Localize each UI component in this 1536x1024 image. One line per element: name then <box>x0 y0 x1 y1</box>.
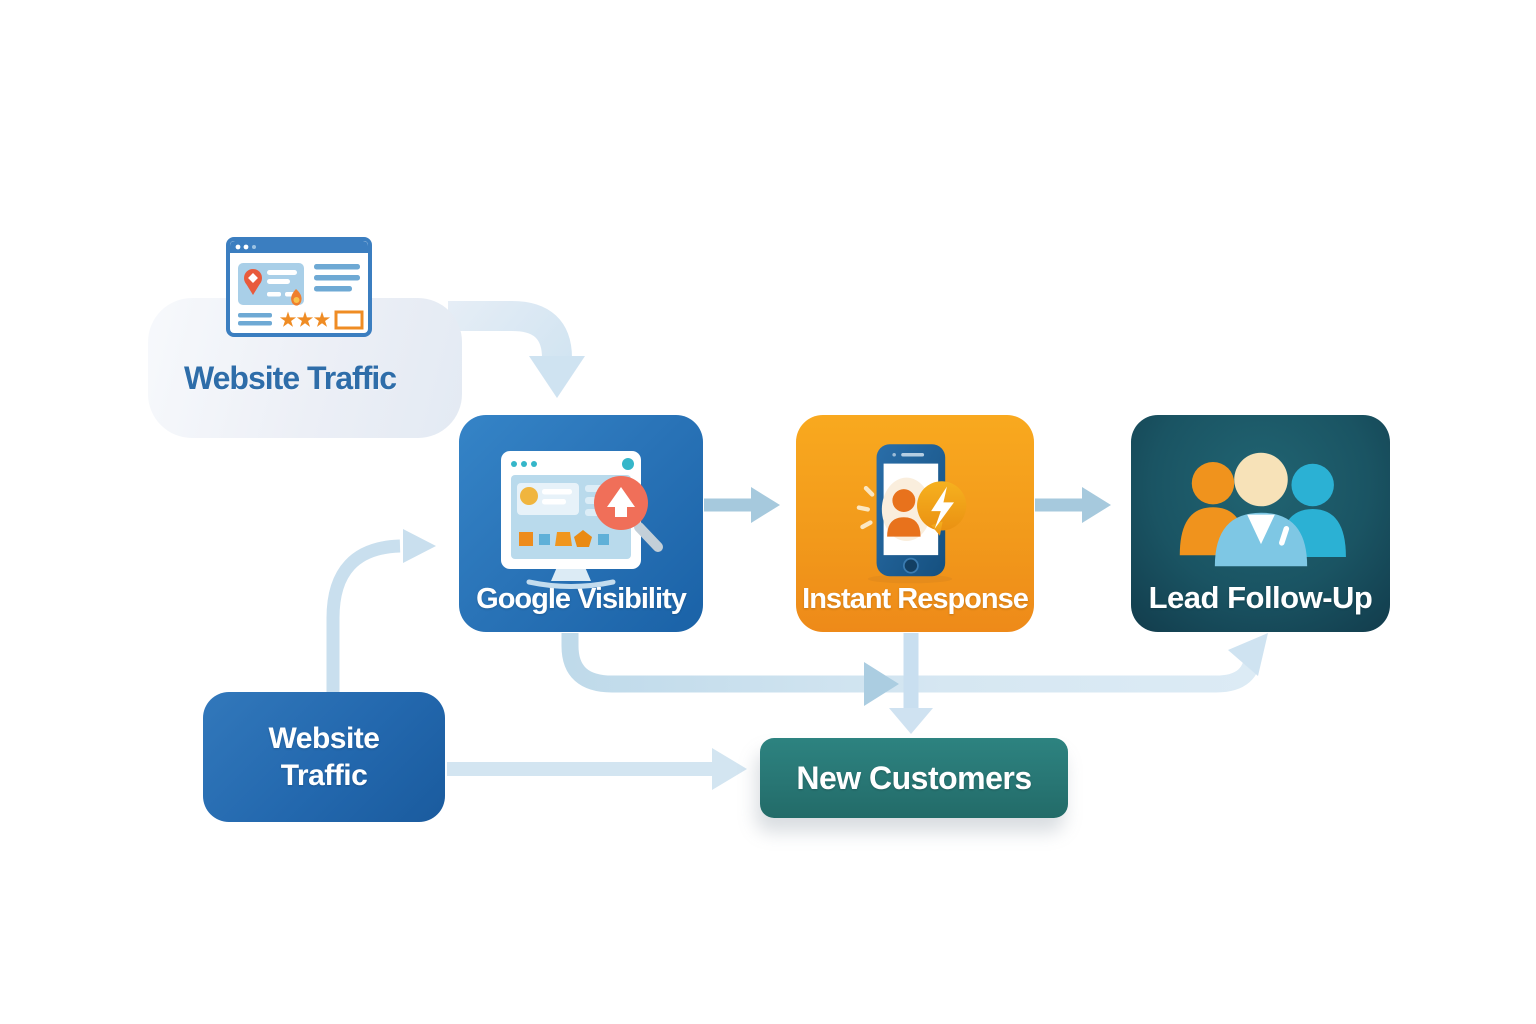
edge-instant-to-customers <box>889 633 933 734</box>
edge-traffic-to-google <box>326 529 436 694</box>
lead-follow-up-label: Lead Follow-Up <box>1148 580 1373 615</box>
website-traffic-pill-label: Website Traffic <box>184 360 397 396</box>
edge-google-to-lead <box>561 633 1268 706</box>
edge-google-to-instant <box>704 487 780 523</box>
instant-response-label: Instant Response <box>802 583 1029 615</box>
edge-instant-to-lead <box>1035 487 1111 523</box>
edge-traffic-to-customers <box>447 748 747 790</box>
website-traffic-box-label: Website Traffic <box>268 722 380 792</box>
browser-search-magnifier-icon <box>471 441 671 591</box>
node-instant-response: Instant Response <box>796 415 1034 632</box>
edge-pill-to-google <box>448 301 585 398</box>
browser-window-icon <box>226 237 372 337</box>
people-group-icon <box>1141 437 1381 594</box>
node-lead-follow-up: Lead Follow-Up <box>1131 415 1390 632</box>
node-new-customers: New Customers <box>760 738 1068 818</box>
node-website-traffic-box: Website Traffic <box>203 692 445 822</box>
phone-lightning-icon <box>822 437 998 587</box>
node-google-visibility: Google Visibility <box>459 415 703 632</box>
new-customers-label: New Customers <box>796 759 1032 796</box>
